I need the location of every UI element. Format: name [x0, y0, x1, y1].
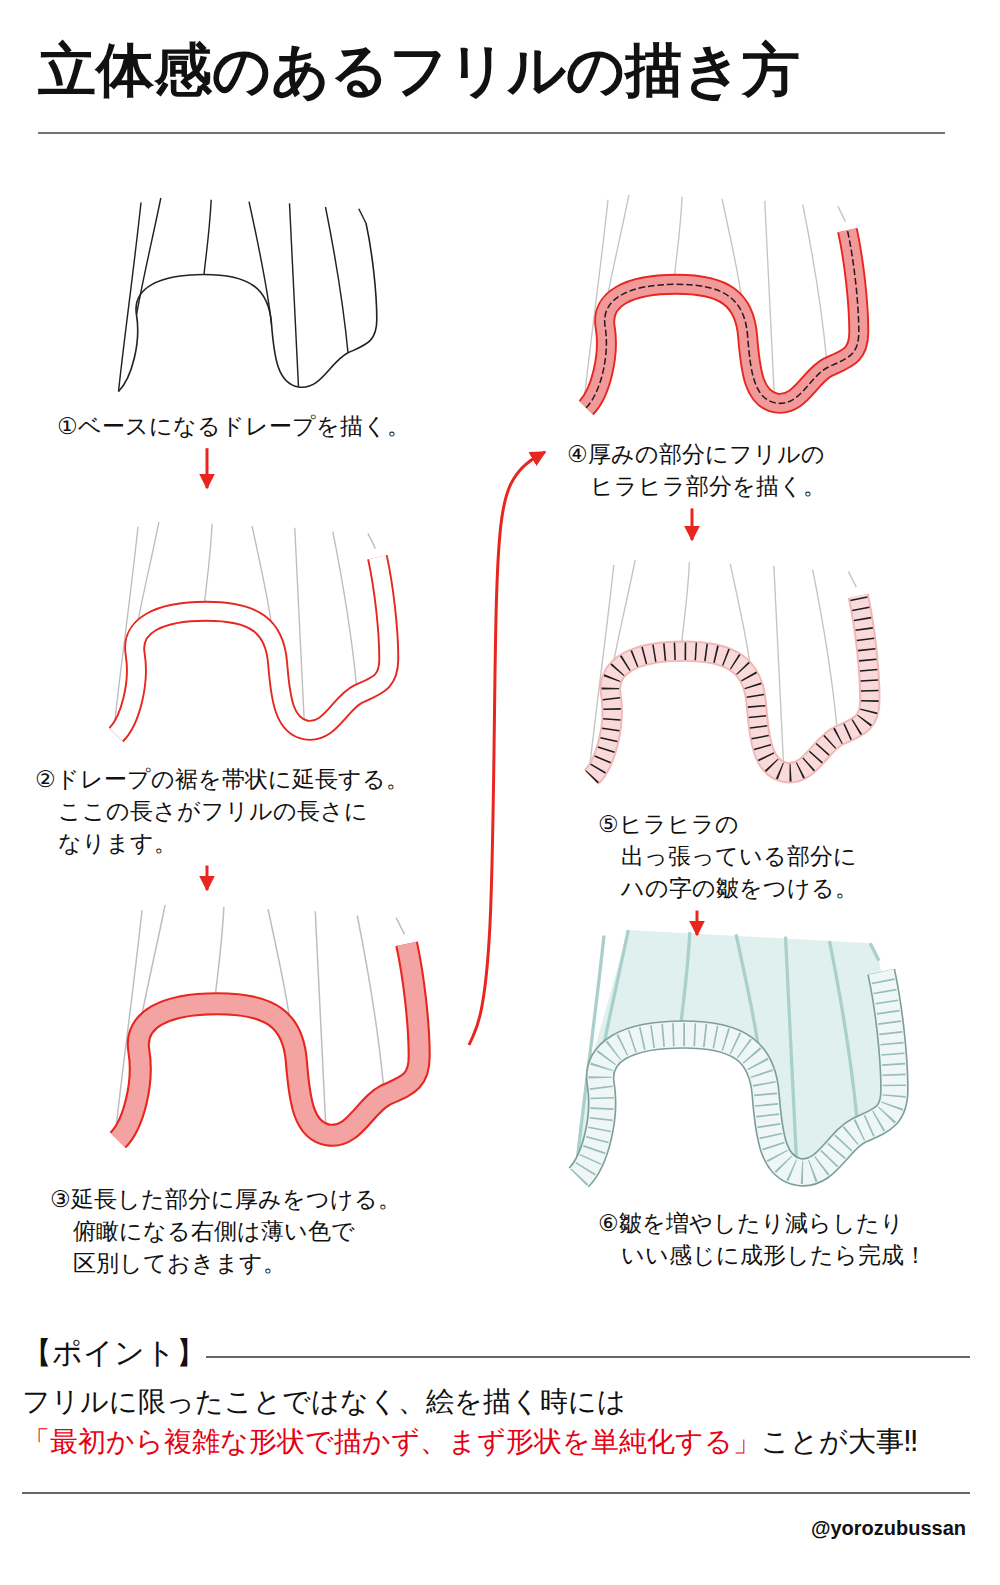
step-panel: ④厚みの部分にフリルの ヒラヒラ部分を描く。 [545, 185, 965, 508]
step-arrow [469, 452, 545, 1045]
step-caption: ④厚みの部分にフリルの ヒラヒラ部分を描く。 [567, 438, 890, 502]
point-text: フリルに限ったことではなく、絵を描く時には [22, 1384, 626, 1419]
step-panel: ①ベースになるドレープを描く。 [45, 190, 486, 448]
band-fill [591, 596, 869, 777]
frill-creases [591, 596, 869, 777]
band-outline [118, 944, 419, 1140]
step-panel: ③延長した部分に厚みをつける。 俯瞰になる右側は薄い色で 区別しておきます。 [40, 890, 469, 1286]
point-text: ことが大事‼ [761, 1424, 918, 1459]
watermark: @yorozubussan [811, 1516, 966, 1541]
step6-drawing [577, 930, 895, 1178]
step-caption: ②ドレープの裾を帯状に延長する。 ここの長さがフリルの長さに なります。 [35, 763, 448, 860]
band-fill [118, 944, 419, 1140]
step-caption: ⑥皺を増やしたり減らしたり いい感じに成形したら完成！ [598, 1207, 961, 1271]
step5-drawing [590, 560, 870, 777]
step-caption: ⑤ヒラヒラの 出っ張っている部分に ハの字の皺をつける。 [598, 808, 886, 905]
point-heading: 【ポイント】 [22, 1334, 206, 1372]
step-panel: ⑥皺を増やしたり減らしたり いい感じに成形したら完成！ [555, 935, 967, 1277]
step2-drawing [114, 522, 389, 735]
frill-outline [579, 972, 895, 1178]
step-caption: ①ベースになるドレープを描く。 [57, 410, 480, 442]
band-outline [116, 557, 389, 735]
band-inner [116, 557, 389, 735]
step4-drawing [584, 195, 859, 408]
frill-fill [579, 972, 895, 1178]
point-rule [205, 1356, 970, 1357]
hem-line [119, 223, 377, 391]
frill-creases [579, 972, 895, 1178]
point-highlight: 「最初から複雑な形状で描かず、まず形状を単純化する」 [22, 1424, 761, 1459]
step1-drawing [119, 198, 377, 392]
page-title: 立体感のあるフリルの描き方 [38, 36, 800, 106]
step-panel: ⑤ヒラヒラの 出っ張っている部分に ハの字の皺をつける。 [555, 540, 935, 911]
drape-lines [119, 198, 367, 392]
step3-drawing [116, 905, 419, 1140]
step-arrow [206, 448, 209, 488]
step-arrow [696, 911, 699, 935]
footer-rule [22, 1492, 970, 1493]
band-outline [591, 596, 869, 777]
step-arrow [206, 866, 209, 890]
band-outline [586, 230, 859, 408]
step-arrow [691, 508, 694, 540]
step-panel: ②ドレープの裾を帯状に延長する。 ここの長さがフリルの長さに なります。 [25, 488, 455, 866]
band-fill [586, 230, 859, 408]
frill-wave [586, 230, 859, 408]
title-rule [38, 132, 945, 133]
step-caption: ③延長した部分に厚みをつける。 俯瞰になる右側は薄い色で 区別しておきます。 [50, 1183, 463, 1280]
